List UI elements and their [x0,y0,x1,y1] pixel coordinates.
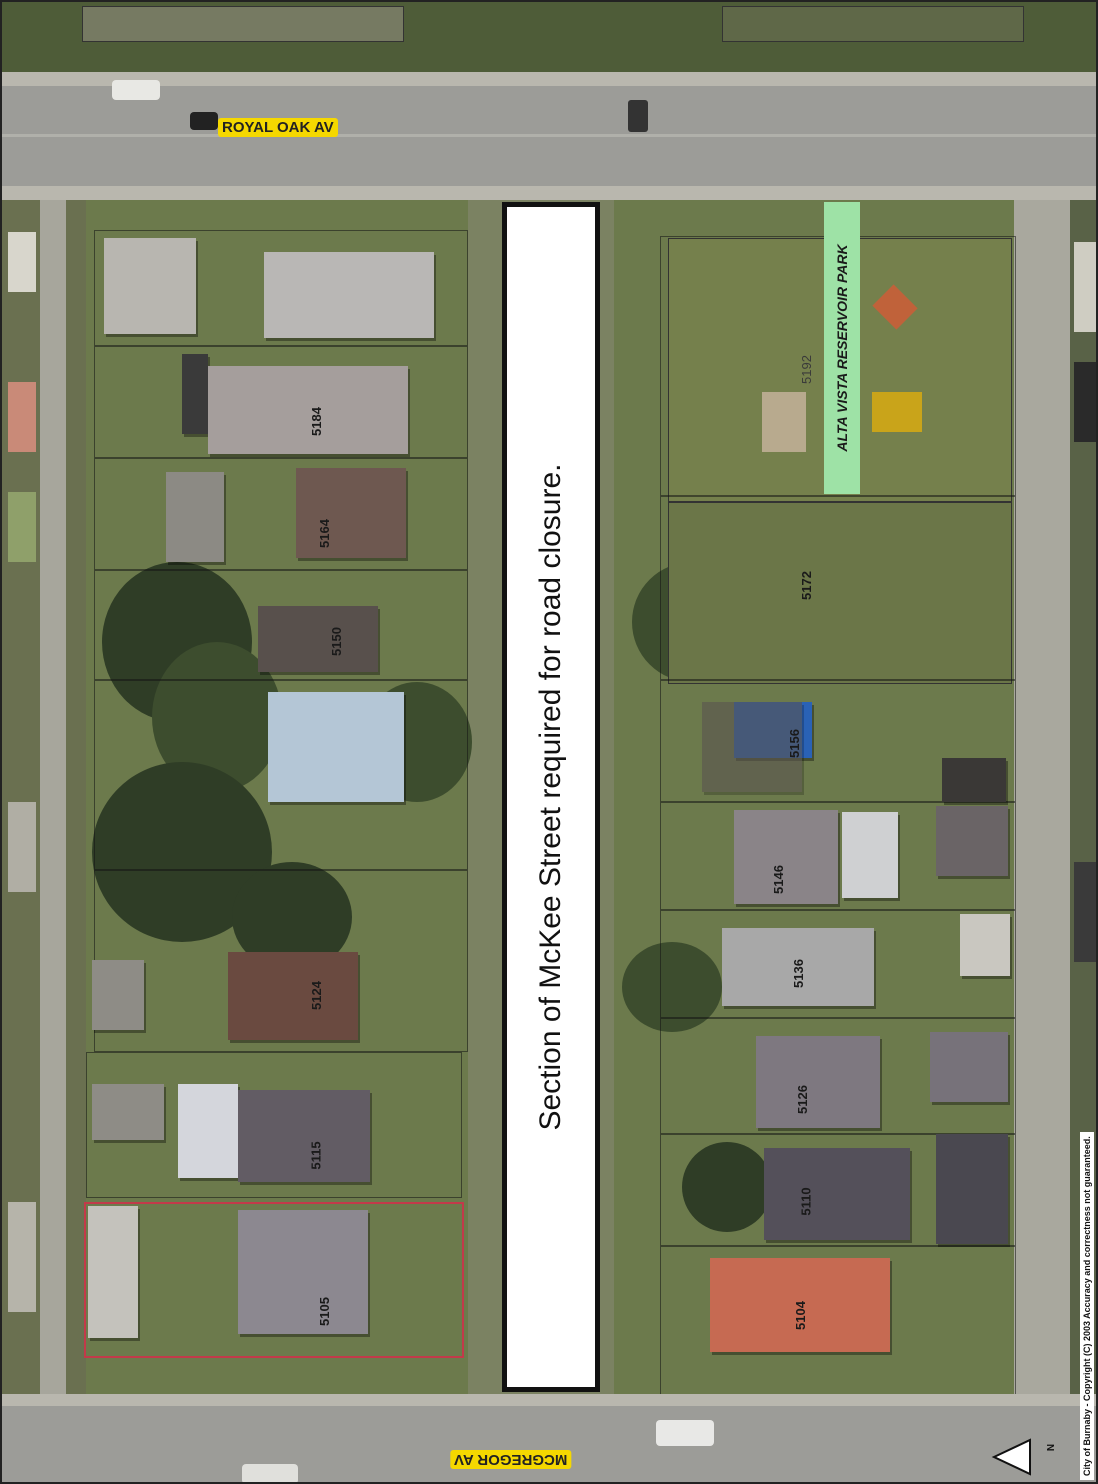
sidewalk [2,72,1096,86]
mcgregor-road [2,1406,1096,1482]
west-building [8,1202,36,1312]
address-label: 5146 [770,865,786,894]
house-roof [238,1210,368,1334]
lot-boundary [94,458,468,570]
address-label: 5124 [308,981,324,1010]
west-building [8,232,36,292]
car [112,80,160,100]
lot-boundary [660,910,1016,1018]
address-label: 5184 [308,407,324,436]
address-label: 5115 [308,1141,324,1170]
house-roof [228,952,358,1040]
west-lane [40,200,66,1410]
tree [682,1142,772,1232]
house-roof [258,606,378,672]
house-roof [268,692,404,802]
deck [178,1084,238,1178]
north-block-lot [722,6,1024,42]
house-roof [238,1090,370,1182]
car [656,1420,714,1446]
street-label-royal-oak: ROYAL OAK AV [218,118,338,137]
copyright-notice: City of Burnaby - Copyright (C) 2003 Acc… [1080,1132,1094,1480]
deck [842,812,898,898]
garage-roof [936,1134,1008,1244]
lot-boundary [660,1018,1016,1134]
lawn [668,502,1012,684]
north-arrow-icon [991,1438,1031,1476]
east-lane [1014,200,1070,1410]
lot-boundary [86,1052,462,1198]
garage-roof [936,806,1008,876]
park-path [762,392,806,452]
lot-boundary [94,680,468,870]
address-label: 5105 [316,1297,332,1326]
road-closure-label: Section of McKee Street required for roa… [534,463,567,1131]
sidewalk [2,1394,1096,1406]
house-roof [764,1148,910,1240]
lot-boundary [94,570,468,680]
garage-roof [942,758,1006,802]
playground-equipment [872,392,922,432]
house-roof [710,1258,890,1352]
garage-roof [92,960,144,1030]
sidewalk [2,186,1096,200]
lot-boundary [660,1134,1016,1246]
garage-roof [92,1084,164,1140]
lot-boundary [660,496,1016,680]
address-label: 5150 [328,627,344,656]
garage-roof [104,238,196,334]
address-label: 5136 [790,959,806,988]
car [242,1464,298,1482]
house-roof [722,928,874,1006]
lot-boundary [660,802,1016,910]
house-roof [756,1036,880,1128]
east-building [1074,362,1096,442]
park-label: ALTA VISTA RESERVOIR PARK [824,202,860,494]
east-building [1074,242,1096,332]
north-label: N [1046,1443,1058,1452]
road-closure-box: Section of McKee Street required for roa… [502,202,600,1392]
lot-boundary [660,680,1016,802]
address-label: 5164 [316,519,332,548]
garage-roof [930,1032,1008,1102]
house-roof [296,468,406,558]
selected-lot-5105[interactable] [84,1202,464,1358]
lot-boundary [94,230,468,346]
east-building [1074,862,1096,962]
garage-roof [166,472,224,562]
address-label: 5172 [798,571,814,600]
address-label: 5156 [786,729,802,758]
house-roof [734,810,838,904]
west-building [8,802,36,892]
garage-roof [182,354,208,434]
address-label: 5104 [792,1301,808,1330]
lot-boundary [94,346,468,458]
house-roof [264,252,434,338]
west-building [8,492,36,562]
west-building [8,382,36,452]
address-label: 5192 [798,355,814,384]
house-roof [702,702,802,792]
garage-roof [960,914,1010,976]
park-label-text: ALTA VISTA RESERVOIR PARK [834,244,850,452]
car [628,100,648,132]
address-label: 5126 [794,1085,810,1114]
garage-roof [88,1206,138,1338]
north-block-lot [82,6,404,42]
road-centerline [2,134,1096,137]
house-roof [208,366,408,454]
car [190,112,218,130]
address-label: 5110 [798,1187,814,1216]
street-label-mcgregor: MCGREGOR AV [450,1450,572,1469]
